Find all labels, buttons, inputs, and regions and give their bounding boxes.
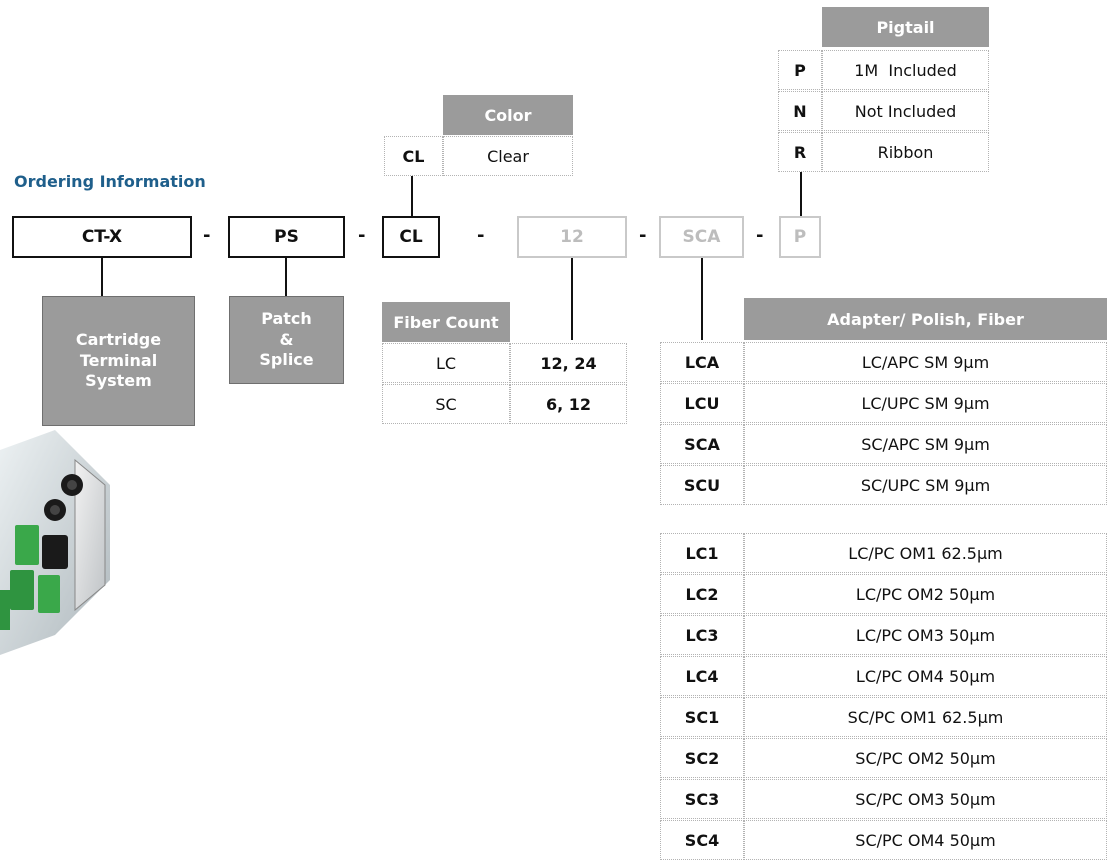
- adapter-code-lc4: LC4: [660, 656, 744, 696]
- pigtail-header: Pigtail: [822, 7, 989, 47]
- separator-5: -: [756, 225, 764, 246]
- adapter-value-sc3: SC/PC OM3 50μm: [744, 779, 1107, 819]
- code-box-ps: PS: [228, 216, 345, 258]
- fiber-count-type-lc: LC: [382, 343, 510, 383]
- adapter-value-sc1: SC/PC OM1 62.5μm: [744, 697, 1107, 737]
- cartridge-photo-graphic: [0, 430, 110, 655]
- separator-4: -: [639, 225, 647, 246]
- product-photo: [0, 430, 130, 680]
- adapter-value-lc4: LC/PC OM4 50μm: [744, 656, 1107, 696]
- code-box-cl: CL: [382, 216, 440, 258]
- fiber-count-value-sc: 6, 12: [510, 384, 627, 424]
- adapter-code-lc2: LC2: [660, 574, 744, 614]
- pigtail-code-n: N: [778, 91, 822, 131]
- adapter-code-lcu: LCU: [660, 383, 744, 423]
- adapter-header: Adapter/ Polish, Fiber: [744, 298, 1107, 340]
- color-value-clear: Clear: [443, 136, 573, 176]
- code-box-pigtail: P: [779, 216, 821, 258]
- adapter-value-sca: SC/APC SM 9μm: [744, 424, 1107, 464]
- description-patch-splice: Patch & Splice: [229, 296, 344, 384]
- adapter-value-sc2: SC/PC OM2 50μm: [744, 738, 1107, 778]
- pigtail-code-p: P: [778, 50, 822, 90]
- separator-2: -: [358, 225, 366, 246]
- adapter-code-scu: SCU: [660, 465, 744, 505]
- adapter-value-lc2: LC/PC OM2 50μm: [744, 574, 1107, 614]
- code-box-adapter: SCA: [659, 216, 744, 258]
- pigtail-value-r: Ribbon: [822, 132, 989, 172]
- adapter-code-sc4: SC4: [660, 820, 744, 860]
- pigtail-value-n: Not Included: [822, 91, 989, 131]
- adapter-value-lc1: LC/PC OM1 62.5μm: [744, 533, 1107, 573]
- connector-line-fiber-count: [571, 258, 573, 340]
- color-header: Color: [443, 95, 573, 135]
- connector-line-ps: [285, 258, 287, 296]
- description-cartridge-terminal-system: Cartridge Terminal System: [42, 296, 195, 426]
- separator-3: -: [477, 225, 485, 246]
- adapter-code-lc1: LC1: [660, 533, 744, 573]
- connector-line-pigtail: [800, 172, 802, 216]
- adapter-code-sc2: SC2: [660, 738, 744, 778]
- adapter-code-sc1: SC1: [660, 697, 744, 737]
- adapter-code-sc3: SC3: [660, 779, 744, 819]
- adapter-code-lca: LCA: [660, 342, 744, 382]
- connector-line-color: [411, 176, 413, 216]
- adapter-code-sca: SCA: [660, 424, 744, 464]
- color-code-cl: CL: [384, 136, 443, 176]
- code-box-fiber-count: 12: [517, 216, 627, 258]
- code-box-ct-x: CT-X: [12, 216, 192, 258]
- section-title: Ordering Information: [14, 172, 206, 191]
- pigtail-value-p: 1M Included: [822, 50, 989, 90]
- fiber-count-header: Fiber Count: [382, 302, 510, 342]
- adapter-value-lca: LC/APC SM 9μm: [744, 342, 1107, 382]
- connector-line-ct-x: [101, 258, 103, 296]
- separator-1: -: [203, 225, 211, 246]
- adapter-value-sc4: SC/PC OM4 50μm: [744, 820, 1107, 860]
- pigtail-code-r: R: [778, 132, 822, 172]
- adapter-code-lc3: LC3: [660, 615, 744, 655]
- connector-line-adapter: [701, 258, 703, 340]
- adapter-value-scu: SC/UPC SM 9μm: [744, 465, 1107, 505]
- fiber-count-value-lc: 12, 24: [510, 343, 627, 383]
- adapter-value-lc3: LC/PC OM3 50μm: [744, 615, 1107, 655]
- fiber-count-type-sc: SC: [382, 384, 510, 424]
- adapter-value-lcu: LC/UPC SM 9μm: [744, 383, 1107, 423]
